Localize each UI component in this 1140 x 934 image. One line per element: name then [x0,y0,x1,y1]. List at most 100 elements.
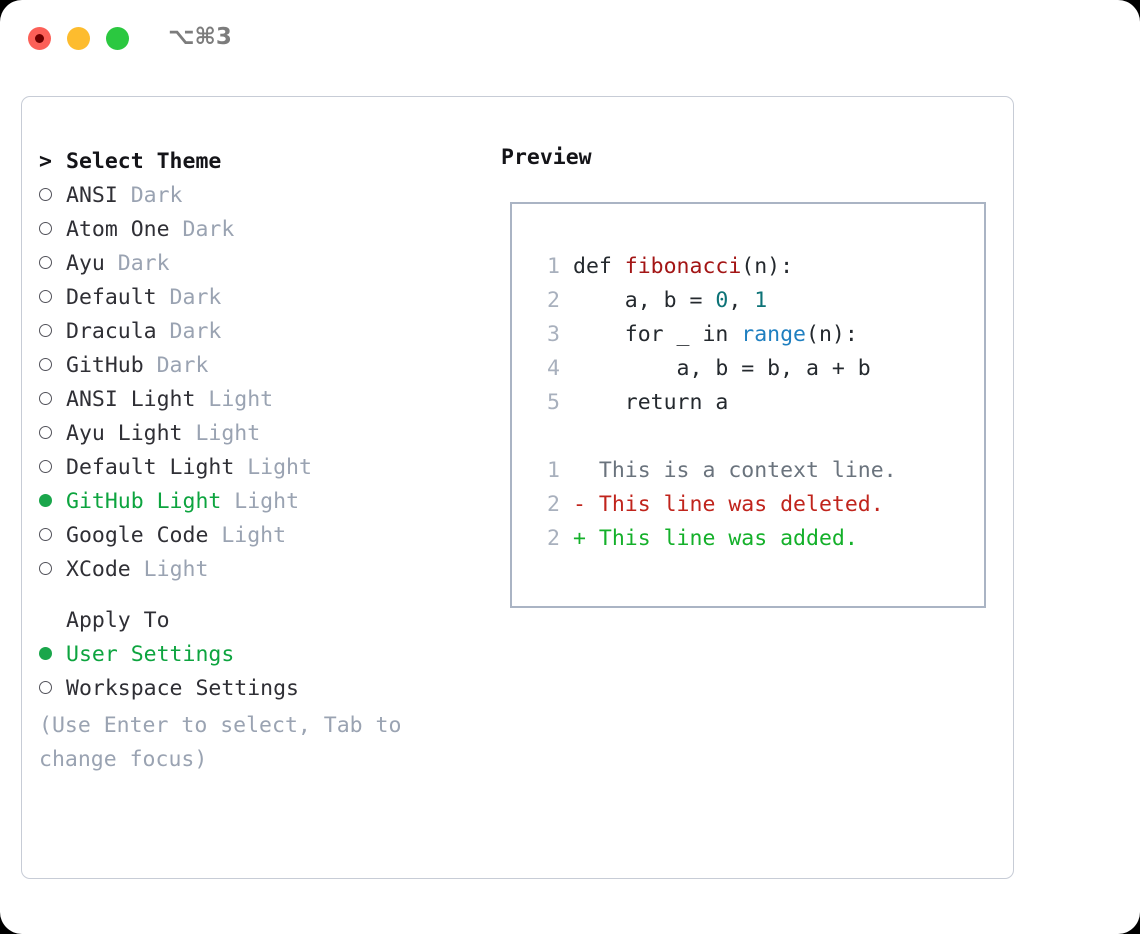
diff-line: 2- This line was deleted. [536,488,897,522]
radio-unselected-icon [39,358,52,371]
theme-option-label: Default [66,285,157,310]
cursor-caret-icon: > [39,149,52,174]
line-number: 1 [547,254,560,279]
apply-to-option-label: Workspace Settings [66,676,299,701]
section-gap [39,587,489,604]
code-blank-line [536,420,897,454]
theme-option-variant: Dark [117,183,183,208]
radio-unselected-icon [39,188,52,201]
theme-picker-header-label: Select Theme [66,149,222,174]
apply-to-header: Apply To [39,604,489,638]
diff-sign: + [573,526,586,551]
recording-indicator-icon [35,34,44,43]
apply-to-indent [39,604,66,638]
apply-to-option-workspace-settings[interactable]: Workspace Settings [39,672,489,706]
theme-option-atom-one[interactable]: Atom One Dark [39,213,489,247]
theme-option-variant: Light [195,387,274,412]
title-bar: ⌥⌘3 [0,0,1140,78]
radio-unselected-icon [39,290,52,303]
line-number: 2 [547,288,560,313]
theme-option-variant: Light [182,421,261,446]
code-token: def [573,254,625,279]
theme-option-variant: Light [208,523,287,548]
diff-text: This line was deleted. [585,492,884,517]
theme-option-github-light[interactable]: GitHub Light Light [39,485,489,519]
theme-option-ansi[interactable]: ANSI Dark [39,179,489,213]
theme-option-variant: Dark [104,251,170,276]
radio-unselected-icon [39,426,52,439]
line-number: 4 [547,356,560,381]
theme-option-label: ANSI Light [66,387,196,412]
minimize-button[interactable] [67,27,90,50]
radio-unselected-icon [39,392,52,405]
theme-option-ayu[interactable]: Ayu Dark [39,247,489,281]
theme-option-default[interactable]: Default Dark [39,281,489,315]
theme-option-xcode[interactable]: XCode Light [39,553,489,587]
theme-option-label: XCode [66,557,131,582]
radio-selected-icon [39,494,52,507]
code-token: return a [573,390,729,415]
theme-option-label: Atom One [66,217,170,242]
code-token: 0 [715,288,729,313]
line-number: 2 [547,492,560,517]
theme-option-variant: Dark [143,353,209,378]
radio-unselected-icon [39,528,52,541]
apply-to-option-user-settings[interactable]: User Settings [39,638,489,672]
diff-sign [573,458,586,483]
theme-option-label: Ayu Light [66,421,183,446]
diff-text: This line was added. [585,526,858,551]
theme-option-ayu-light[interactable]: Ayu Light Light [39,417,489,451]
diff-sign: - [573,492,586,517]
diff-line: 2+ This line was added. [536,522,897,556]
apply-to-header-label: Apply To [66,608,170,633]
radio-selected-icon [39,647,52,660]
theme-picker-header: > Select Theme [39,145,489,179]
radio-unselected-icon [39,222,52,235]
radio-unselected-icon [39,562,52,575]
radio-unselected-icon [39,460,52,473]
theme-option-variant: Light [234,455,312,480]
diff-text: This is a context line. [585,458,897,483]
code-token: for _ in [573,322,742,347]
code-token: , [728,288,755,313]
code-token: 1 [754,288,768,313]
theme-option-variant: Dark [169,217,235,242]
radio-unselected-icon [39,324,52,337]
theme-option-label: Default Light [66,455,235,480]
code-token: (n): [741,254,794,279]
theme-option-label: Google Code [66,523,209,548]
theme-option-variant: Light [221,489,300,514]
theme-option-github[interactable]: GitHub Dark [39,349,489,383]
code-line: 3 for _ in range(n): [536,318,897,352]
code-token: fibonacci [624,254,742,279]
theme-option-dracula[interactable]: Dracula Dark [39,315,489,349]
code-line: 2 a, b = 0, 1 [536,284,897,318]
theme-option-ansi-light[interactable]: ANSI Light Light [39,383,489,417]
theme-option-label: Ayu [66,251,105,276]
theme-option-label: ANSI [66,183,118,208]
diff-line: 1 This is a context line. [536,454,897,488]
radio-unselected-icon [39,256,52,269]
theme-option-variant: Dark [156,285,222,310]
apply-to-option-label: User Settings [66,642,235,667]
theme-option-label: Dracula [66,319,157,344]
keyboard-hint: (Use Enter to select, Tab to change focu… [39,713,402,772]
keyboard-shortcut-label: ⌥⌘3 [168,24,232,50]
code-line: 1 def fibonacci(n): [536,250,897,284]
code-line: 4 a, b = b, a + b [536,352,897,386]
code-token: range [741,322,807,347]
theme-option-variant: Light [130,557,209,582]
maximize-button[interactable] [106,27,129,50]
theme-option-label: GitHub [66,353,144,378]
code-token: a, b = b, a + b [573,356,871,381]
theme-option-default-light[interactable]: Default Light Light [39,451,489,485]
theme-option-google-code[interactable]: Google Code Light [39,519,489,553]
line-number: 3 [547,322,560,347]
